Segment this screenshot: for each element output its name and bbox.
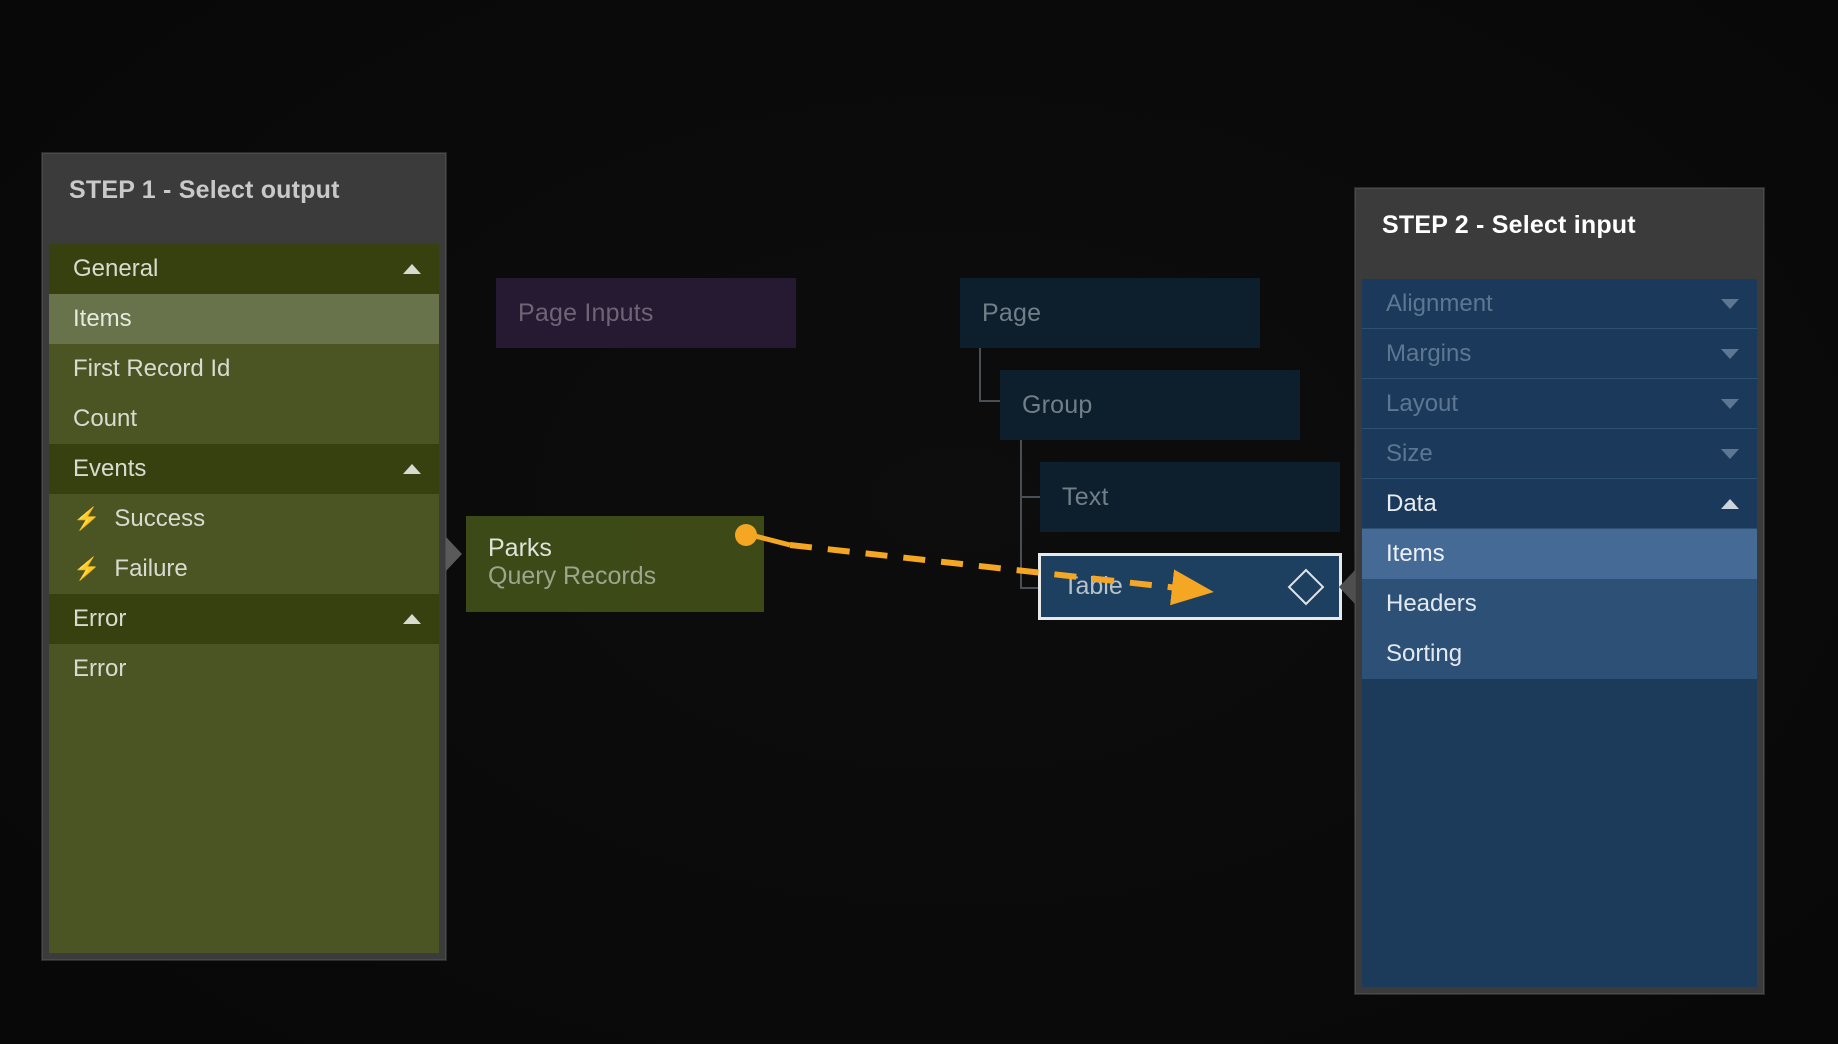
tree-connector-vertical [1020,440,1022,588]
row-label-wrap: Margins [1386,340,1471,368]
step2-row-alignment[interactable]: Alignment [1362,279,1757,329]
step2-row-margins[interactable]: Margins [1362,329,1757,379]
row-label: Margins [1386,339,1472,367]
panel-step2-edge-arrow-icon [1339,570,1355,604]
step2-row-data[interactable]: Data [1362,479,1757,529]
step1-row-items[interactable]: Items [49,294,439,344]
row-label-wrap: Sorting [1386,640,1462,668]
row-label-wrap: Data [1386,490,1437,518]
row-label: Data [1386,489,1437,517]
step1-row-events[interactable]: Events [49,444,439,494]
row-label: Success [114,505,206,532]
step1-row-success[interactable]: ⚡ Success [49,494,439,544]
row-label: Size [1386,439,1433,467]
node-text-label: Text [1062,482,1109,511]
row-label: Count [73,405,138,432]
row-label-wrap: General [73,255,158,283]
node-table-label: Table [1063,572,1123,600]
row-label-wrap: Items [1386,540,1445,568]
node-group-label: Group [1022,390,1093,419]
node-table[interactable]: Table [1038,553,1342,620]
panel-step1-title: STEP 1 - Select output [69,176,340,204]
row-label: Error [73,605,127,632]
row-label: Events [73,455,147,482]
step2-row-layout[interactable]: Layout [1362,379,1757,429]
row-label-wrap: Size [1386,440,1433,468]
chevron-down-icon[interactable] [1721,448,1739,459]
step1-row-count[interactable]: Count [49,394,439,444]
chevron-up-icon[interactable] [1721,498,1739,509]
row-label: Error [73,655,127,682]
node-page[interactable]: Page [960,278,1260,348]
chevron-down-icon[interactable] [1721,298,1739,309]
row-label: General [73,255,159,282]
node-parks-title: Parks [488,534,552,562]
step2-row-size[interactable]: Size [1362,429,1757,479]
row-label: Alignment [1386,289,1493,317]
step1-row-general[interactable]: General [49,244,439,294]
chevron-down-icon[interactable] [1721,398,1739,409]
row-label-wrap: Events [73,455,146,483]
row-label-wrap: Error [73,655,126,683]
chevron-down-icon[interactable] [1721,348,1739,359]
row-label-wrap: Items [73,305,132,333]
node-group[interactable]: Group [1000,370,1300,440]
node-page-label: Page [982,298,1042,327]
node-page-inputs[interactable]: Page Inputs [496,278,796,348]
node-parks[interactable]: Parks Query Records [466,516,764,612]
tree-connector-vertical [979,348,981,402]
node-page-inputs-label: Page Inputs [518,298,654,327]
chevron-up-icon[interactable] [403,464,421,474]
row-label-wrap: ⚡ Failure [73,555,188,583]
node-text[interactable]: Text [1040,462,1340,532]
row-label-wrap: Headers [1386,590,1477,618]
row-label: Sorting [1386,640,1463,667]
row-label-wrap: ⚡ Success [73,505,205,533]
diamond-icon [1287,568,1325,605]
step1-row-first-record-id[interactable]: First Record Id [49,344,439,394]
row-label-wrap: Alignment [1386,290,1493,318]
step1-row-failure[interactable]: ⚡ Failure [49,544,439,594]
row-label: First Record Id [73,355,231,382]
row-label-wrap: Error [73,605,126,633]
step2-row-sorting[interactable]: Sorting [1362,629,1757,679]
panel-step2-title: STEP 2 - Select input [1382,211,1636,239]
chevron-up-icon[interactable] [403,614,421,624]
step2-row-items[interactable]: Items [1362,529,1757,579]
row-label: Items [1386,540,1445,567]
tree-connector-horizontal [979,400,1000,402]
row-label-wrap: Count [73,405,137,433]
row-label: Headers [1386,590,1477,617]
row-label-wrap: First Record Id [73,355,230,383]
row-label: Layout [1386,389,1459,417]
lightning-icon: ⚡ [73,556,101,581]
panel-step1-edge-arrow-icon [446,537,462,571]
row-label-wrap: Layout [1386,390,1458,418]
chevron-up-icon[interactable] [403,264,421,274]
step1-row-error[interactable]: Error [49,594,439,644]
step2-row-headers[interactable]: Headers [1362,579,1757,629]
node-parks-subtitle: Query Records [488,562,657,590]
row-label: Failure [114,555,188,582]
step1-row-error[interactable]: Error [49,644,439,694]
lightning-icon: ⚡ [73,506,101,531]
row-label: Items [73,305,132,332]
tree-connector-horizontal [1020,496,1042,498]
